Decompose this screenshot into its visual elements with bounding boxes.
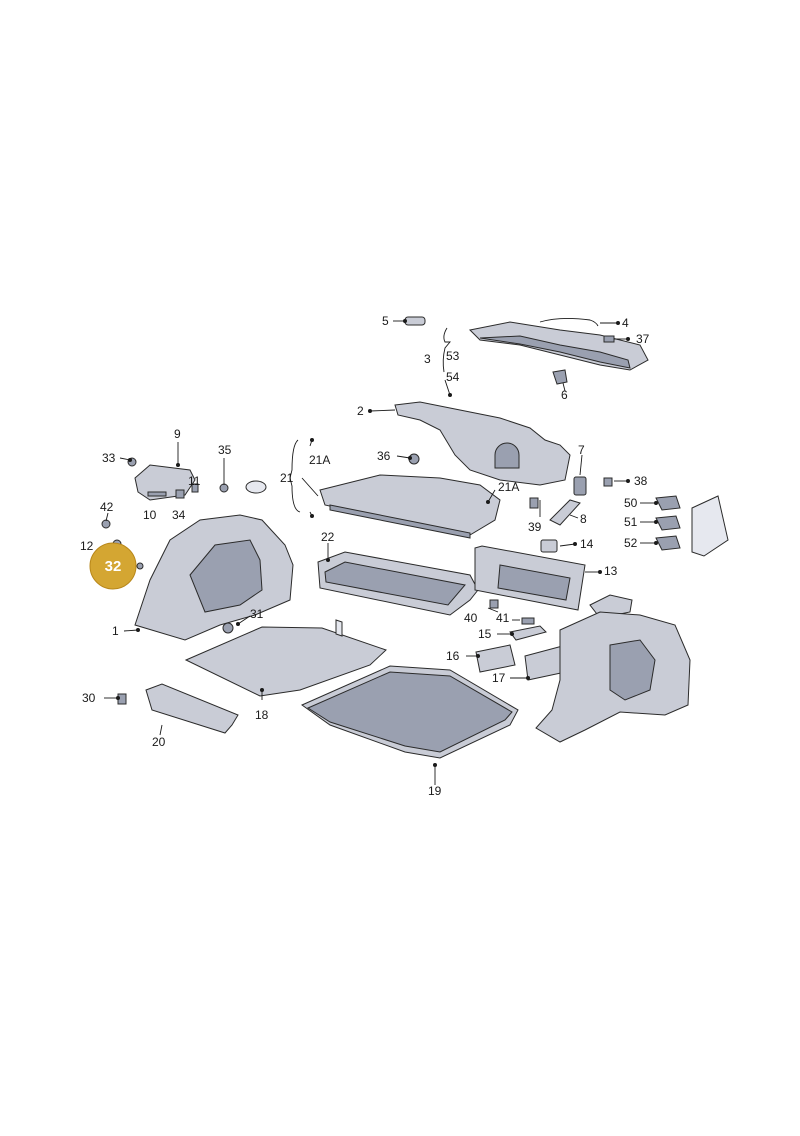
highlight-label: 32 xyxy=(105,558,122,575)
label-54: 54 xyxy=(446,370,460,384)
label-42: 42 xyxy=(100,500,114,514)
part-22-storage-tray xyxy=(317,551,479,616)
label-21: 21 xyxy=(280,471,294,485)
part-2-rear-panel xyxy=(394,401,571,486)
label-4: 4 xyxy=(622,316,629,330)
part-8-handle xyxy=(549,499,581,526)
part-15-bracket xyxy=(509,625,547,641)
part-50-52-clips xyxy=(655,495,729,557)
label-20: 20 xyxy=(152,735,166,749)
label-15: 15 xyxy=(478,627,492,641)
label-39: 39 xyxy=(528,520,542,534)
label-5: 5 xyxy=(382,314,389,328)
part-labels: 5 4 37 3 53 54 6 2 9 35 33 36 7 21A 21 3… xyxy=(80,314,650,798)
label-18: 18 xyxy=(255,708,269,722)
part-37-screw xyxy=(603,335,615,343)
part-19-boot-floor xyxy=(300,665,519,759)
label-33: 33 xyxy=(102,451,116,465)
label-34: 34 xyxy=(172,508,186,522)
part-20-sill-trim xyxy=(145,683,239,734)
part-7-clip xyxy=(573,476,587,496)
label-2: 2 xyxy=(357,404,364,418)
label-51: 51 xyxy=(624,515,638,529)
label-17: 17 xyxy=(492,671,506,685)
label-11: 11 xyxy=(188,474,201,488)
label-36: 36 xyxy=(377,449,391,463)
label-50: 50 xyxy=(624,496,638,510)
part-5-pin xyxy=(404,316,426,326)
part-6-clip xyxy=(552,369,568,385)
label-22: 22 xyxy=(321,530,335,544)
label-52: 52 xyxy=(624,536,638,550)
label-53: 53 xyxy=(446,349,460,363)
part-10-strip xyxy=(147,491,167,497)
label-30: 30 xyxy=(82,691,96,705)
label-16: 16 xyxy=(446,649,460,663)
part-14-latch xyxy=(540,539,558,553)
label-7: 7 xyxy=(578,443,585,457)
label-19: 19 xyxy=(428,784,442,798)
highlight-marker-32[interactable]: 32 xyxy=(89,542,144,590)
part-1-left-side-trim xyxy=(134,514,294,641)
label-40: 40 xyxy=(464,611,478,625)
label-6: 6 xyxy=(561,388,568,402)
label-10: 10 xyxy=(143,508,157,522)
part-4-seal xyxy=(539,317,599,327)
label-41: 41 xyxy=(496,611,510,625)
part-rear-trim-rail xyxy=(468,321,649,371)
label-14: 14 xyxy=(580,537,594,551)
label-9: 9 xyxy=(174,427,181,441)
label-1: 1 xyxy=(112,624,119,638)
part-13-rear-wall-trim xyxy=(474,545,586,611)
label-3: 3 xyxy=(424,352,431,366)
leader-dots xyxy=(116,319,658,767)
part-right-side-trim xyxy=(535,594,691,743)
part-21a-parcel-shelf xyxy=(319,474,501,539)
label-35: 35 xyxy=(218,443,232,457)
label-31: 31 xyxy=(250,607,264,621)
label-37: 37 xyxy=(636,332,650,346)
label-21a-right: 21A xyxy=(498,480,519,494)
label-38: 38 xyxy=(634,474,648,488)
part-18-floor-mat xyxy=(184,619,387,697)
label-21a-top: 21A xyxy=(309,453,330,467)
label-12: 12 xyxy=(80,539,94,553)
label-13: 13 xyxy=(604,564,618,578)
part-16-cover xyxy=(475,644,516,673)
label-8: 8 xyxy=(580,512,587,526)
